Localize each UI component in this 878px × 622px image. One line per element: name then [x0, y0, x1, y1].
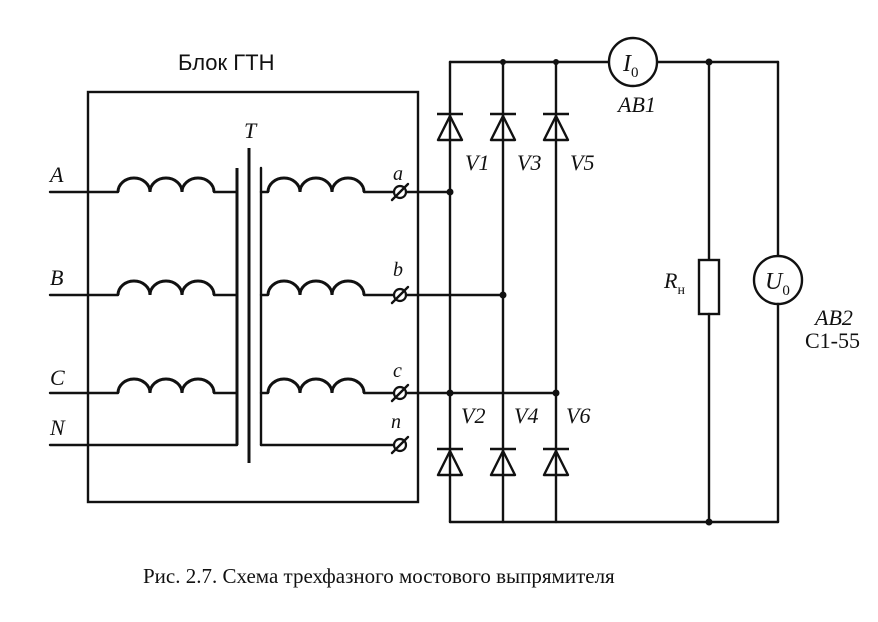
gtn-block-outline	[86, 90, 420, 504]
ammeter	[607, 36, 659, 88]
terminal-label-n: n	[391, 411, 401, 433]
input-label-b: B	[50, 265, 63, 290]
secondary-winding-c	[259, 377, 396, 395]
transformer-label: T	[244, 118, 258, 143]
diode-label-v5: V5	[570, 150, 594, 175]
diode-v2	[436, 447, 464, 477]
terminal-label-c: c	[393, 360, 402, 382]
diode-v5	[542, 112, 570, 142]
diode-v1	[436, 112, 464, 142]
terminal-label-b: b	[393, 259, 403, 281]
terminal-n	[390, 435, 410, 455]
voltmeter-symbol: U0	[765, 269, 790, 299]
diode-label-v1: V1	[465, 150, 489, 175]
diode-label-v6: V6	[566, 403, 590, 428]
secondary-winding-a	[259, 166, 396, 194]
diode-label-v3: V3	[517, 150, 541, 175]
primary-winding-b	[48, 279, 239, 297]
input-label-c: C	[50, 365, 65, 390]
terminal-label-a: a	[393, 163, 403, 185]
junction-dot-top-2	[500, 59, 506, 65]
diode-v3	[489, 112, 517, 142]
junction-dot-b	[499, 291, 507, 299]
voltmeter-label: AB2	[813, 305, 853, 330]
secondary-winding-b	[259, 279, 396, 297]
block-title: Блок ГТН	[178, 50, 275, 75]
diode-v6	[542, 447, 570, 477]
junction-dot-c-cross	[446, 389, 454, 397]
load-resistor-label: Rн	[663, 268, 685, 298]
input-label-n: N	[49, 415, 66, 440]
junction-dot-c	[552, 389, 560, 397]
diode-v4	[489, 447, 517, 477]
primary-winding-a	[48, 176, 239, 194]
figure-caption: Рис. 2.7. Схема трехфазного мостового вы…	[143, 564, 615, 588]
input-label-a: A	[48, 162, 64, 187]
voltmeter-model: C1-55	[805, 328, 860, 353]
diode-label-v4: V4	[514, 403, 538, 428]
junction-dot-top-3	[553, 59, 559, 65]
diode-label-v2: V2	[461, 403, 485, 428]
ammeter-symbol: I0	[622, 51, 639, 81]
junction-dot-a	[446, 188, 454, 196]
ammeter-label: AB1	[616, 92, 656, 117]
terminal-c	[390, 383, 410, 403]
primary-winding-c	[48, 377, 239, 395]
load-resistor	[697, 258, 721, 316]
